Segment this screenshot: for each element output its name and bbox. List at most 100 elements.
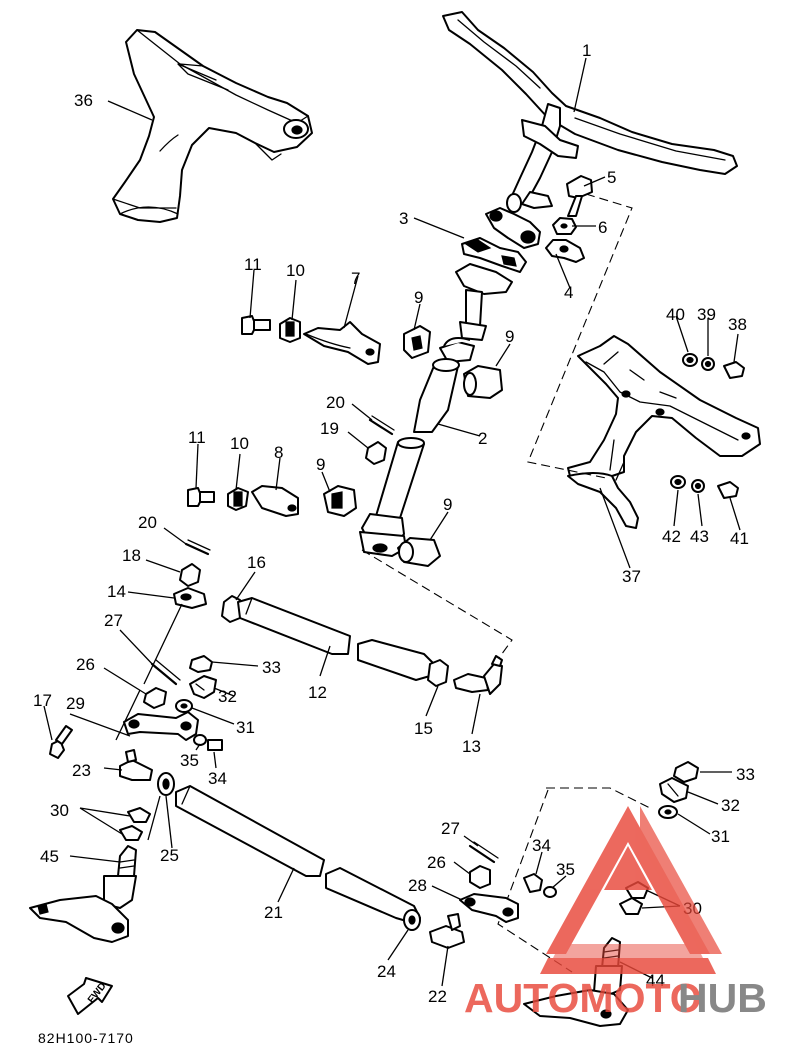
reference-line-cover xyxy=(527,193,633,479)
callout-12: 12 xyxy=(308,683,327,702)
bushing-9-lower-left xyxy=(323,485,357,517)
callout-20-a: 20 xyxy=(326,393,345,412)
callout-14: 14 xyxy=(107,582,126,601)
callout-35-b: 35 xyxy=(556,860,575,879)
handlebar-bolt xyxy=(566,175,593,217)
callout-43: 43 xyxy=(690,527,709,546)
callout-36: 36 xyxy=(74,91,93,110)
callout-1: 1 xyxy=(582,41,591,60)
handlebar-holder xyxy=(485,207,541,249)
callout-31-a: 31 xyxy=(236,718,255,737)
callout-42: 42 xyxy=(662,527,681,546)
collar-25 xyxy=(157,772,175,796)
callout-26-a: 26 xyxy=(76,655,95,674)
callout-3: 3 xyxy=(399,209,408,228)
callout-2: 2 xyxy=(478,429,487,448)
bracket-32-right xyxy=(659,777,689,803)
callout-16: 16 xyxy=(247,553,266,572)
callout-4: 4 xyxy=(564,283,573,302)
callout-41: 41 xyxy=(730,529,749,548)
callout-7: 7 xyxy=(351,269,360,288)
pin-27-left xyxy=(150,659,181,686)
callout-32-b: 32 xyxy=(721,796,740,815)
watermark-text-right: HUB xyxy=(678,975,767,1021)
nut-30-left-b xyxy=(119,825,143,841)
collar-upper xyxy=(279,317,301,343)
watermark-triangle-icon xyxy=(540,806,716,974)
bracket-upper xyxy=(303,321,381,365)
nut-26-left xyxy=(143,687,167,709)
screw-38 xyxy=(723,361,745,379)
callout-9-d: 9 xyxy=(443,495,452,514)
callout-32-a: 32 xyxy=(218,687,237,706)
pitman-arm-28 xyxy=(459,893,519,923)
callout-29: 29 xyxy=(66,694,85,713)
callout-10-a: 10 xyxy=(286,261,305,280)
bolt-17 xyxy=(49,725,73,759)
tie-rod-upper xyxy=(221,595,449,687)
steering-shaft xyxy=(359,337,475,557)
nut-18 xyxy=(179,563,201,587)
callout-44: 44 xyxy=(646,971,665,990)
nut-30-left-a xyxy=(127,807,151,823)
callout-23: 23 xyxy=(72,761,91,780)
callout-20-b: 20 xyxy=(138,513,157,532)
bolt-34-left xyxy=(207,739,223,751)
handlebar-cover-lower xyxy=(567,335,761,529)
callout-27-b: 27 xyxy=(441,819,460,838)
bolt-lower xyxy=(187,487,215,507)
reference-line-right xyxy=(497,787,651,973)
nut-19 xyxy=(365,441,387,465)
callout-35-a: 35 xyxy=(180,751,199,770)
tie-rod-end-14 xyxy=(173,587,207,609)
callout-26-b: 26 xyxy=(427,853,446,872)
bracket-32-left xyxy=(189,675,217,699)
callout-33-b: 33 xyxy=(736,765,755,784)
handlebar xyxy=(442,11,738,213)
washer-39 xyxy=(701,357,715,371)
callout-40: 40 xyxy=(666,305,685,324)
bushing-9-upper-left xyxy=(403,325,431,359)
diagram-code: 82H100-7170 xyxy=(38,1030,134,1046)
callout-6: 6 xyxy=(598,218,607,237)
callout-9-b: 9 xyxy=(505,327,514,346)
callout-13: 13 xyxy=(462,737,481,756)
tie-rod-end-13 xyxy=(453,655,503,695)
steering-upper-bracket xyxy=(461,237,527,273)
bolt-upper xyxy=(241,315,271,335)
callout-28: 28 xyxy=(408,876,427,895)
callout-38: 38 xyxy=(728,315,747,334)
bushing-9-upper-right xyxy=(463,365,503,399)
callout-37: 37 xyxy=(622,567,641,586)
callout-11-b: 11 xyxy=(188,428,206,447)
callout-27-a: 27 xyxy=(104,611,123,630)
washer-40 xyxy=(682,353,698,367)
callout-9-a: 9 xyxy=(414,288,423,307)
washer-35-left xyxy=(193,734,207,746)
callout-11-a: 11 xyxy=(244,255,262,274)
callout-21: 21 xyxy=(264,903,283,922)
nut-30-right-b xyxy=(619,897,643,915)
nut-33-right xyxy=(673,761,699,783)
callout-45: 45 xyxy=(40,847,59,866)
bushing-9-lower-right xyxy=(397,537,441,567)
callout-34-b: 34 xyxy=(532,836,551,855)
bolt-34-right xyxy=(523,873,543,893)
callout-30-a: 30 xyxy=(50,801,69,820)
callout-24: 24 xyxy=(377,962,396,981)
callout-19: 19 xyxy=(320,419,339,438)
callout-22: 22 xyxy=(428,987,447,1006)
nut-33-left xyxy=(189,655,213,673)
forward-direction-arrow: FWD xyxy=(67,977,113,1015)
leader-lines xyxy=(43,57,741,987)
washer-31-left xyxy=(175,699,193,713)
callout-10-b: 10 xyxy=(230,434,249,453)
reference-line-shaft xyxy=(361,549,513,663)
callout-5: 5 xyxy=(607,168,616,187)
reference-line-25 xyxy=(147,795,161,841)
cotter-pin-upper xyxy=(368,415,395,436)
washer-35-right xyxy=(543,886,557,898)
pin-27-right xyxy=(468,841,499,864)
callout-31-b: 31 xyxy=(711,827,730,846)
